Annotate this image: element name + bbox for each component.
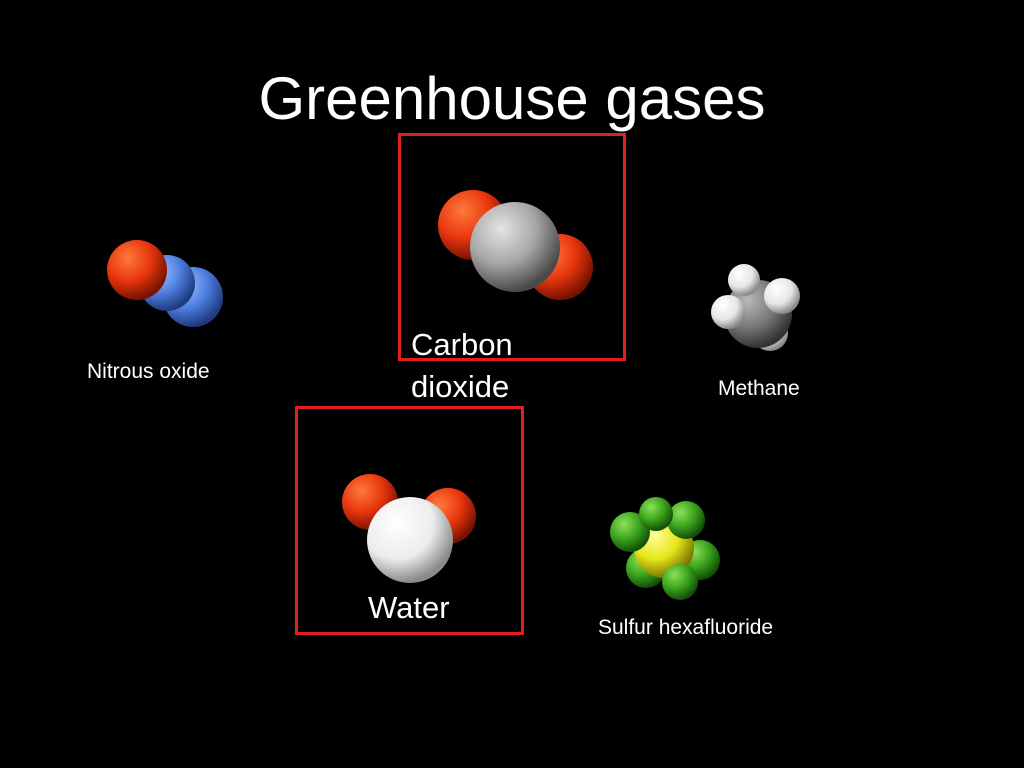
- nitrous-oxide-label: Nitrous oxide: [87, 360, 210, 383]
- nitrous-oxide-molecule-icon: [107, 240, 223, 327]
- water-label: Water: [368, 590, 450, 625]
- sulfur-hexafluoride-label: Sulfur hexafluoride: [598, 616, 774, 639]
- methane-label: Methane: [718, 377, 800, 400]
- carbon-dioxide-label: Carbon dioxide: [411, 327, 513, 404]
- carbon-dioxide-highlight-box: [398, 133, 626, 361]
- carbon-dioxide-molecule-icon: [438, 190, 593, 300]
- slide-title: Greenhouse gases: [258, 65, 766, 132]
- methane-molecule-icon: [711, 264, 800, 351]
- sulfur-hexafluoride-molecule-icon: [610, 497, 720, 600]
- water-molecule-icon: [342, 474, 476, 583]
- water-highlight-box: [295, 406, 524, 635]
